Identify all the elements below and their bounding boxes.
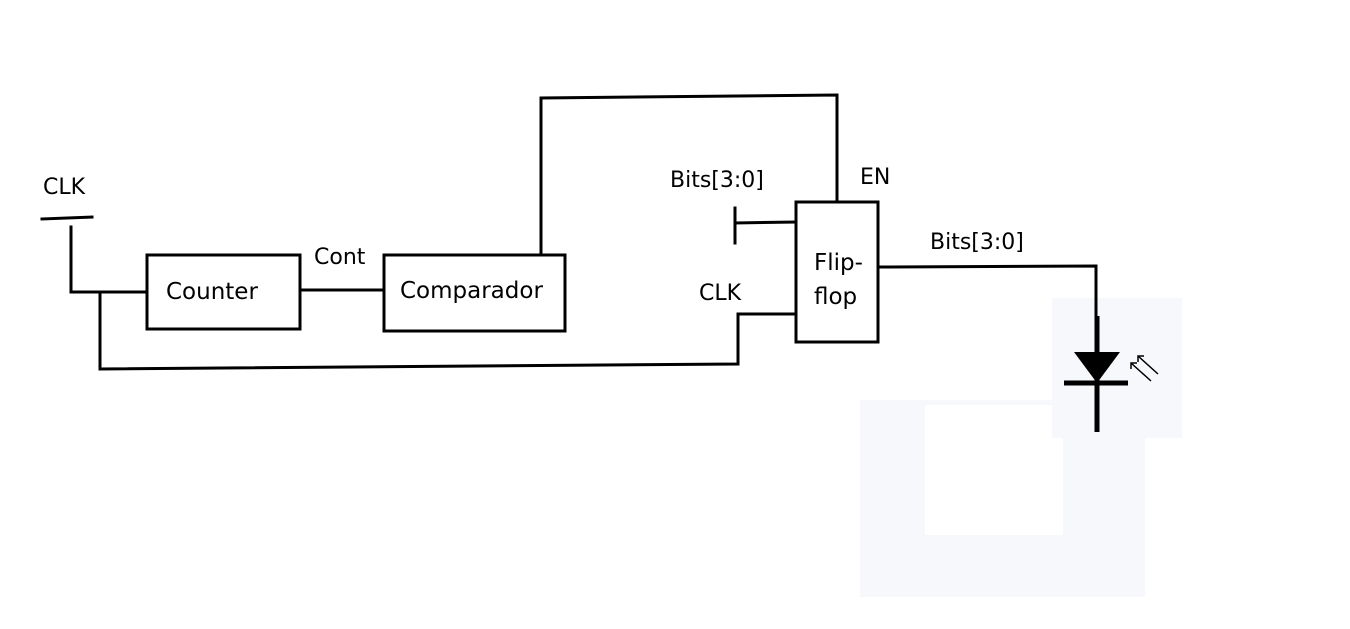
flipflop-label-line1: Flip-	[814, 250, 863, 276]
bits-input-wire	[733, 220, 798, 225]
led-light-arrow	[1130, 362, 1152, 382]
counter-label: Counter	[166, 279, 258, 305]
clk-input-label: CLK	[43, 175, 86, 200]
comparador-label: Comparador	[400, 278, 543, 304]
led-light-arrow	[1137, 355, 1159, 375]
led-icon	[1064, 316, 1159, 432]
background-panel-inner	[925, 405, 1063, 535]
clk-flipflop-label: CLK	[699, 281, 742, 306]
cont-label: Cont	[314, 245, 366, 270]
counter-block: Counter	[145, 253, 302, 331]
clk-input-bar	[40, 215, 94, 221]
bits-input-label: Bits[3:0]	[670, 168, 764, 193]
clk-wire-to-flipflop	[98, 290, 798, 371]
bits-output-wire	[876, 264, 1098, 320]
en-label: EN	[860, 165, 890, 190]
enable-wire	[539, 93, 839, 255]
clk-wire-to-counter	[69, 225, 149, 294]
led-background-panel	[1052, 298, 1182, 438]
flipflop-label-line2: flop	[814, 284, 857, 310]
flipflop-block: Flip- flop	[794, 200, 880, 344]
bits-output-label: Bits[3:0]	[930, 230, 1024, 255]
comparador-block: Comparador	[382, 253, 567, 333]
